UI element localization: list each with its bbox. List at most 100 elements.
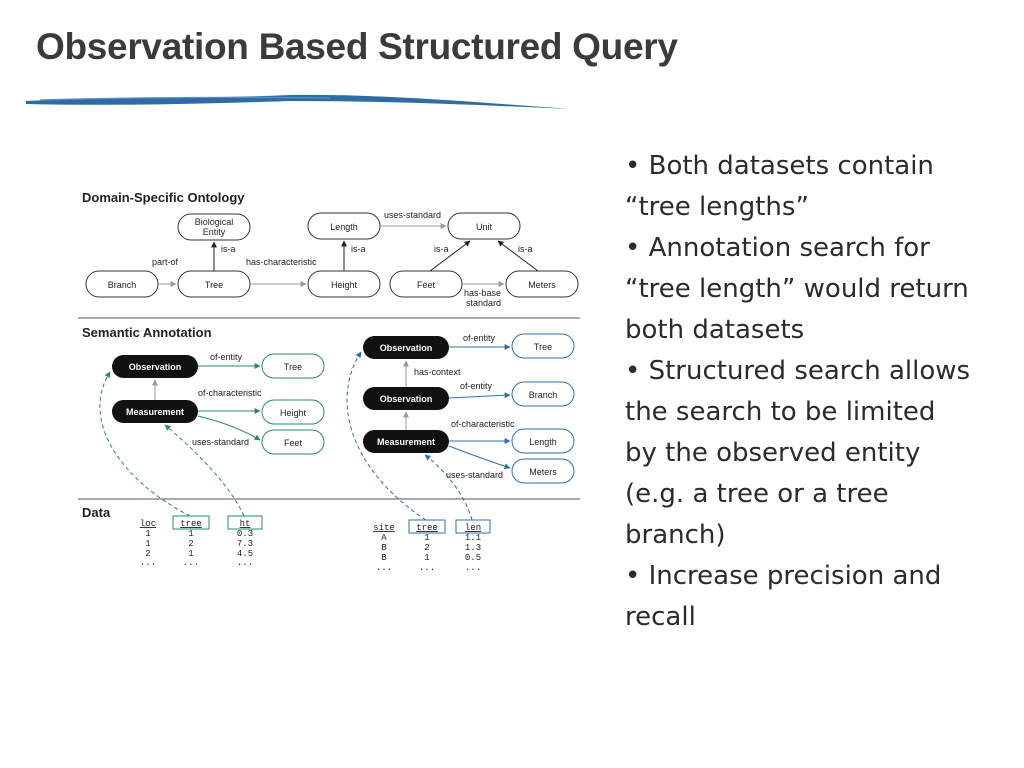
edge-label: is-a — [351, 244, 366, 254]
table-header: tree — [180, 519, 202, 529]
annotation-left-feet: Feet — [261, 429, 325, 455]
svg-text:Feet: Feet — [417, 280, 436, 290]
table-header: ht — [240, 519, 251, 529]
data-table-right: site tree len A 1 1.1 B 2 1.3 B 1 0.5 ..… — [373, 519, 491, 573]
table-header: site — [373, 523, 395, 533]
svg-text:Height: Height — [331, 280, 358, 290]
section-ontology-label: Domain-Specific Ontology — [82, 190, 245, 205]
annotation-right-observation-mid: Observation — [363, 387, 449, 410]
table-cell: 0.5 — [465, 553, 481, 563]
svg-text:Height: Height — [280, 408, 307, 418]
column-highlight-tree — [408, 519, 446, 534]
table-cell: 1 — [424, 553, 429, 563]
table-cell: 2 — [145, 549, 150, 559]
bullet-list: • Both datasets contain “tree lengths” •… — [625, 146, 975, 638]
edge-left-uses-standard — [197, 415, 261, 441]
ontology-node-tree: Tree — [177, 270, 251, 298]
svg-text:Length: Length — [330, 222, 358, 232]
edge-label: has-characteristic — [246, 257, 317, 267]
svg-text:Meters: Meters — [529, 467, 557, 477]
annotation-left-height: Height — [261, 399, 325, 425]
edge-label: standard — [466, 298, 501, 308]
svg-text:Tree: Tree — [284, 362, 302, 372]
bullet-item: • Increase precision and recall — [625, 561, 942, 632]
edge-label: is-a — [518, 244, 533, 254]
table-cell: ... — [376, 563, 392, 573]
column-highlight-tree — [172, 515, 210, 530]
annotation-left-observation: Observation — [112, 355, 198, 378]
ontology-node-unit: Unit — [447, 212, 521, 240]
edge-label: of-characteristic — [198, 388, 262, 398]
bullet-item: • Both datasets contain “tree lengths” — [625, 151, 934, 222]
table-cell: 0.3 — [237, 529, 253, 539]
edge-label: uses-standard — [446, 470, 503, 480]
svg-text:Observation: Observation — [129, 362, 182, 372]
table-cell: 2 — [424, 543, 429, 553]
annotation-diagram: Domain-Specific Ontology Semantic Annota… — [78, 190, 580, 573]
edge-feet-is-a — [429, 240, 471, 272]
svg-text:Tree: Tree — [205, 280, 223, 290]
annotation-right-length: Length — [511, 428, 575, 454]
bullet-item: • Structured search allows the search to… — [625, 356, 971, 550]
svg-text:Feet: Feet — [284, 438, 303, 448]
table-cell: 2 — [188, 539, 193, 549]
edge-label: is-a — [434, 244, 449, 254]
table-cell: ... — [140, 558, 156, 568]
table-header: loc — [140, 519, 156, 529]
annotation-right-tree: Tree — [511, 333, 575, 359]
column-highlight-ht — [227, 515, 263, 530]
svg-text:Measurement: Measurement — [377, 437, 435, 447]
table-cell: ... — [465, 563, 481, 573]
table-cell: 1 — [188, 529, 193, 539]
table-header: tree — [416, 523, 438, 533]
data-table-left: loc tree ht 1 1 0.3 1 2 7.3 2 1 4.5 ... … — [140, 515, 263, 568]
table-cell: A — [381, 533, 387, 543]
table-cell: 1 — [188, 549, 193, 559]
slide-title: Observation Based Structured Query — [36, 26, 678, 67]
edge-label: of-entity — [210, 352, 243, 362]
link-left-ht-to-measurement — [164, 424, 245, 517]
edge-label: has-base — [464, 288, 501, 298]
ontology-node-feet: Feet — [389, 270, 463, 298]
edge-label: part-of — [152, 257, 179, 267]
table-cell: 1 — [145, 539, 150, 549]
edge-right-uses-standard — [448, 445, 511, 470]
table-cell: ... — [183, 558, 199, 568]
annotation-right-meters: Meters — [511, 458, 575, 484]
link-right-len-to-measurement — [424, 454, 473, 521]
table-cell: ... — [237, 558, 253, 568]
ontology-node-biological-entity: Biological Entity — [177, 213, 251, 241]
svg-text:Meters: Meters — [528, 280, 556, 290]
title-underline-stroke — [26, 94, 570, 109]
annotation-right-observation-top: Observation — [363, 336, 449, 359]
svg-text:Branch: Branch — [529, 390, 558, 400]
svg-text:Observation: Observation — [380, 343, 433, 353]
section-data-label: Data — [82, 505, 111, 520]
table-cell: ... — [419, 563, 435, 573]
ontology-node-height: Height — [307, 270, 381, 298]
ontology-node-length: Length — [307, 212, 381, 240]
svg-text:Biological: Biological — [195, 217, 234, 227]
edge-label: is-a — [221, 244, 236, 254]
bullet-item: • Annotation search for “tree length” wo… — [625, 233, 969, 345]
svg-text:Branch: Branch — [108, 280, 137, 290]
annotation-right-measurement: Measurement — [363, 430, 449, 453]
ontology-node-branch: Branch — [85, 270, 159, 298]
link-right-tree-to-observation — [346, 351, 427, 521]
svg-text:Unit: Unit — [476, 222, 493, 232]
edge-right-of-entity-mid — [448, 392, 511, 399]
annotation-left-tree: Tree — [261, 353, 325, 379]
table-cell: B — [381, 543, 387, 553]
svg-text:Length: Length — [529, 437, 557, 447]
table-cell: 1 — [424, 533, 429, 543]
link-left-tree-to-observation — [99, 371, 191, 517]
edge-label: uses-standard — [384, 210, 441, 220]
svg-text:Measurement: Measurement — [126, 407, 184, 417]
svg-text:Observation: Observation — [380, 394, 433, 404]
column-highlight-len — [455, 519, 491, 534]
section-annotation-label: Semantic Annotation — [82, 325, 212, 340]
edge-label: of-characteristic — [451, 419, 515, 429]
edge-label: of-entity — [463, 333, 496, 343]
edge-label: has-context — [414, 367, 461, 377]
edge-meters-is-a — [497, 240, 539, 272]
